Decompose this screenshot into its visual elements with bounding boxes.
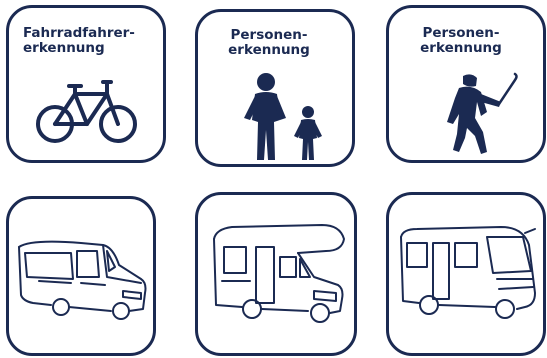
burglar-icon bbox=[447, 72, 518, 154]
tile-label: Personen- erkennung bbox=[420, 25, 502, 56]
bicycle-icon bbox=[36, 80, 137, 143]
van-icon bbox=[18, 240, 147, 320]
camper-alcove-icon bbox=[213, 224, 345, 323]
pedestrians-icon bbox=[244, 73, 322, 160]
tile-cyclist-detection[interactable]: Fahrradfahrer- erkennung bbox=[6, 5, 166, 163]
tile-intruder-detection[interactable]: Personen- erkennung bbox=[386, 5, 546, 163]
tile-label: Fahrradfahrer- erkennung bbox=[23, 25, 135, 56]
motorhome-icon bbox=[400, 226, 536, 319]
tile-van[interactable] bbox=[6, 196, 156, 356]
tile-person-detection[interactable]: Personen- erkennung bbox=[195, 9, 355, 167]
tile-motorhome[interactable] bbox=[386, 192, 546, 356]
tile-label: Personen- erkennung bbox=[228, 27, 310, 58]
tile-camper[interactable] bbox=[195, 192, 357, 356]
